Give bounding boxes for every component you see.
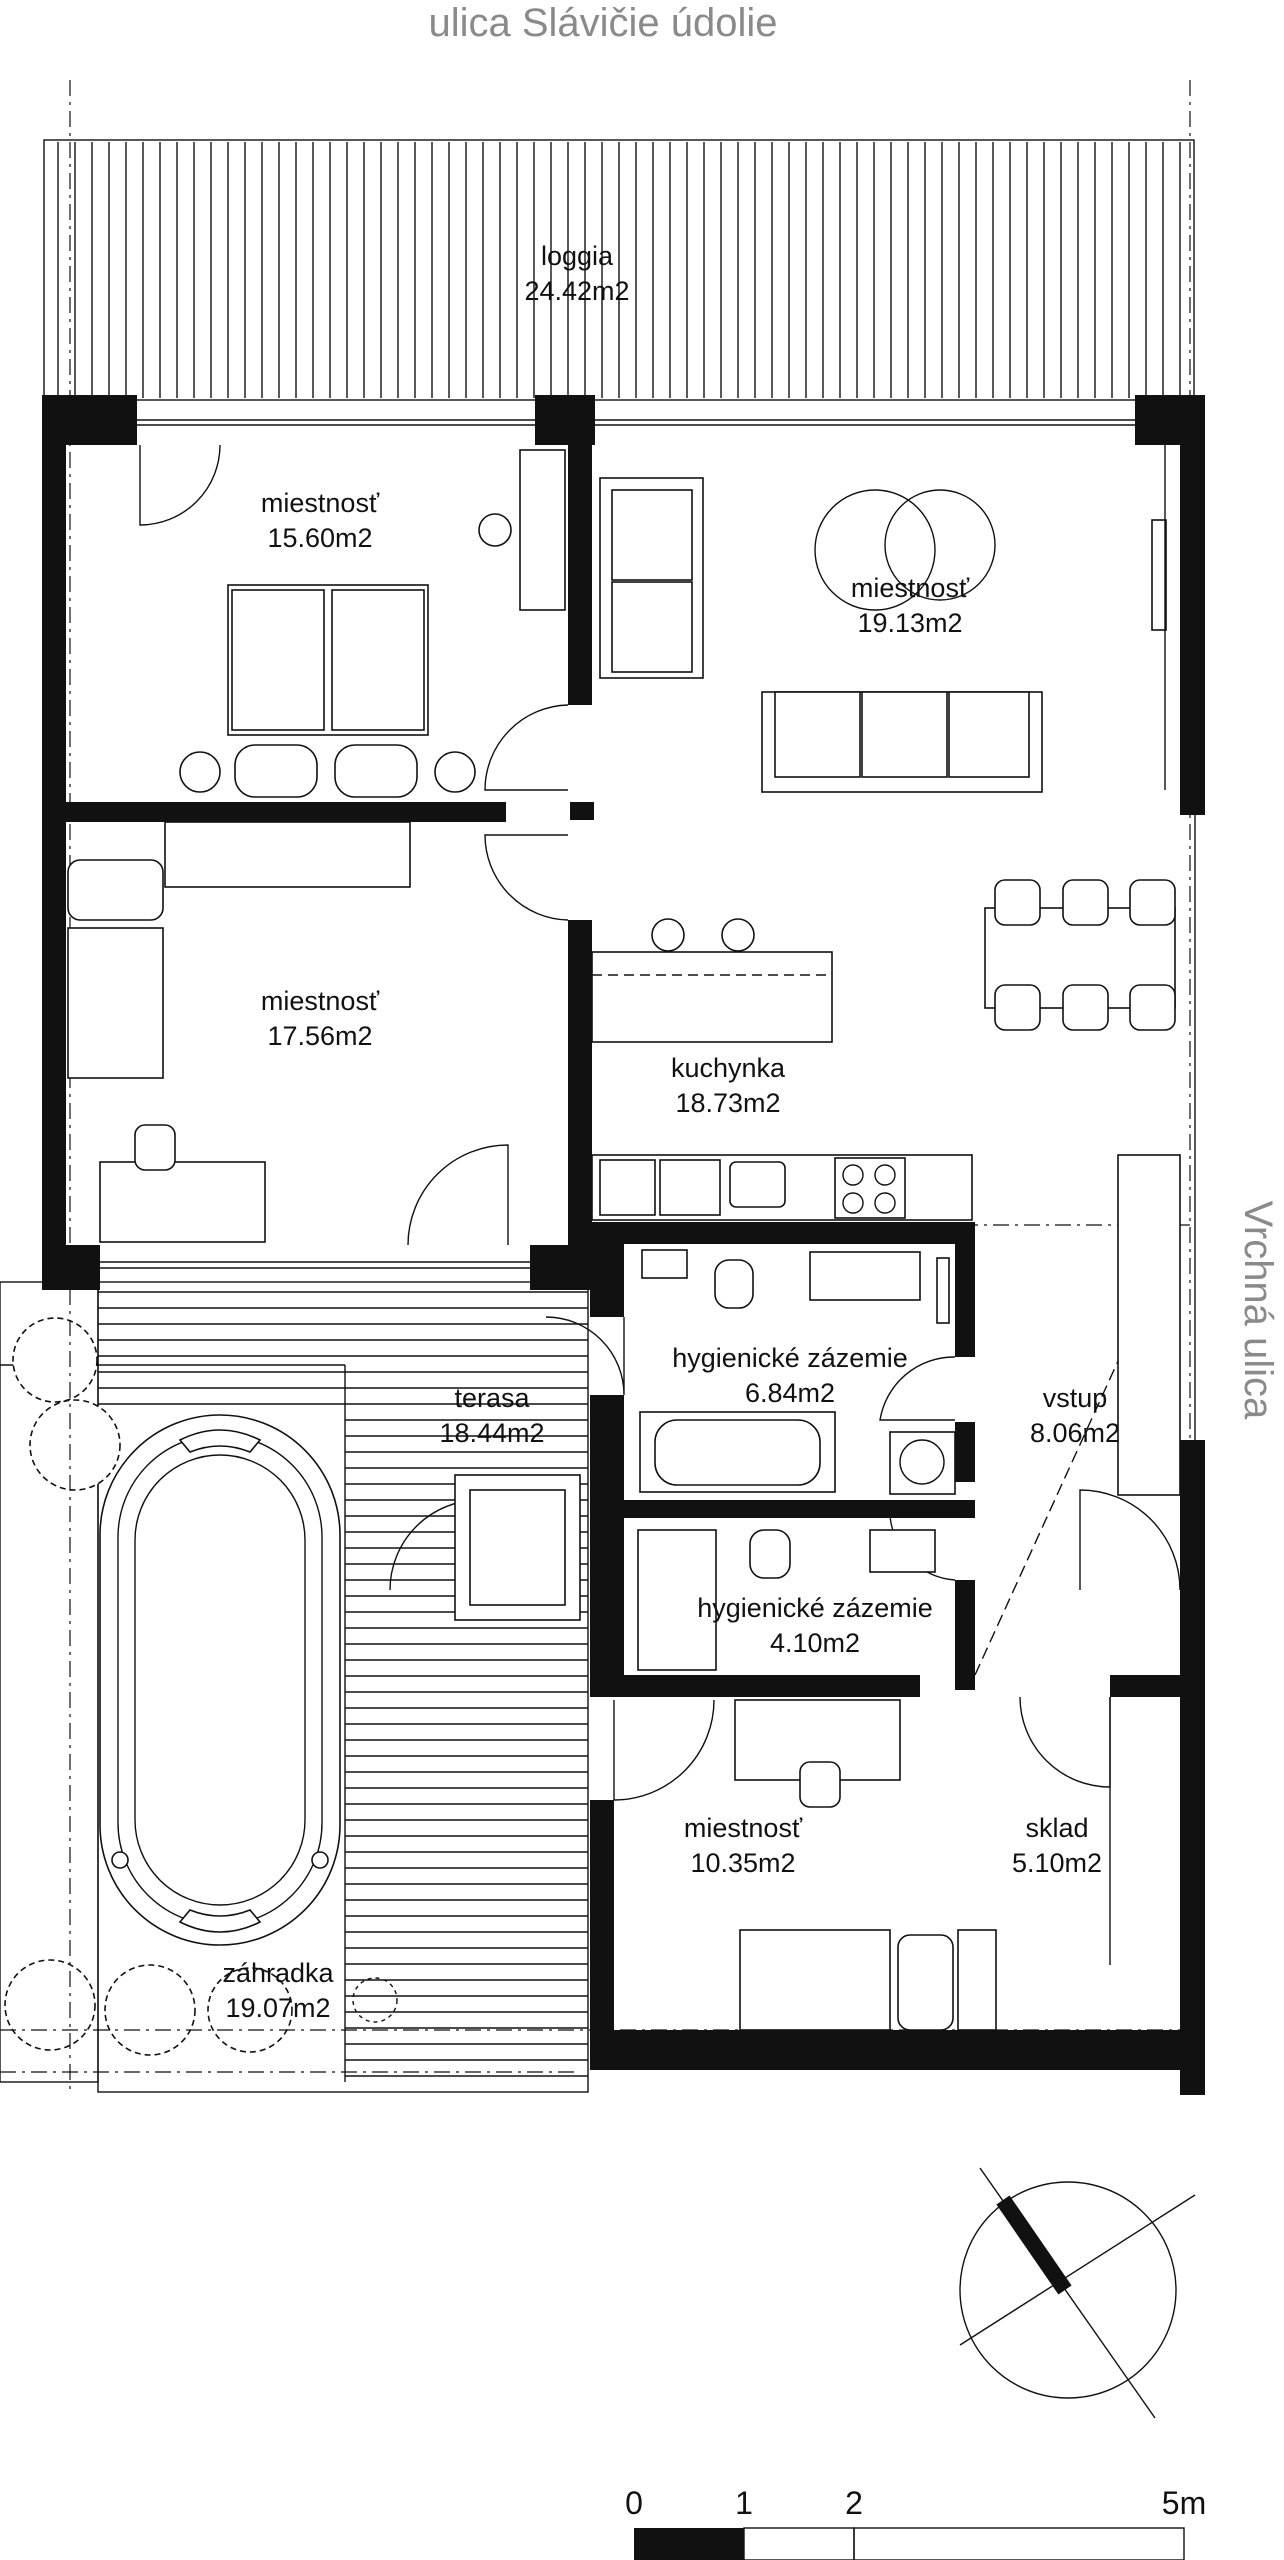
garden-trees <box>4 1317 398 2056</box>
room-name-loggia: loggia <box>541 241 614 271</box>
pool <box>99 1414 341 1946</box>
street-label-right: Vrchná ulica <box>1236 1201 1280 1420</box>
room-name-bath-1: hygienické zázemie <box>672 1343 908 1373</box>
loggia-deck <box>43 139 1195 401</box>
furniture <box>67 445 1181 2031</box>
scale-bar: 0 1 2 5m <box>625 2485 1206 2560</box>
scale-tick-1: 1 <box>735 2485 753 2521</box>
room-name-garden: záhradka <box>222 1958 334 1988</box>
room-name-bedroom-top: miestnosť <box>261 488 380 518</box>
street-label-top: ulica Slávičie údolie <box>428 1 777 45</box>
room-area-storage: 5.10m2 <box>1012 1848 1102 1878</box>
room-area-bath-1: 6.84m2 <box>745 1378 835 1408</box>
north-arrow-icon <box>959 2167 1196 2419</box>
room-area-terrace: 18.44m2 <box>439 1418 544 1448</box>
room-name-terrace: terasa <box>454 1383 530 1413</box>
room-name-living: miestnosť <box>851 573 970 603</box>
room-labels: loggia 24.42m2 miestnosť 15.60m2 miestno… <box>222 241 1120 2023</box>
room-name-room-bottom: miestnosť <box>684 1813 803 1843</box>
room-area-loggia: 24.42m2 <box>524 276 629 306</box>
scale-tick-2: 2 <box>845 2485 863 2521</box>
scale-tick-0: 0 <box>625 2485 643 2521</box>
room-name-room-mid: miestnosť <box>261 986 380 1016</box>
room-name-kitchen: kuchynka <box>671 1053 786 1083</box>
room-area-garden: 19.07m2 <box>225 1993 330 2023</box>
room-area-entry: 8.06m2 <box>1030 1418 1120 1448</box>
room-area-bedroom-top: 15.60m2 <box>267 523 372 553</box>
room-area-bath-2: 4.10m2 <box>770 1628 860 1658</box>
room-name-bath-2: hygienické zázemie <box>697 1593 933 1623</box>
room-name-storage: sklad <box>1025 1813 1088 1843</box>
room-area-living: 19.13m2 <box>857 608 962 638</box>
doors <box>139 444 1181 1801</box>
walls <box>42 395 1205 2095</box>
room-area-room-mid: 17.56m2 <box>267 1021 372 1051</box>
windows <box>100 419 1196 1440</box>
room-name-entry: vstup <box>1043 1383 1108 1413</box>
room-area-kitchen: 18.73m2 <box>675 1088 780 1118</box>
scale-tick-5m: 5m <box>1162 2485 1206 2521</box>
room-area-room-bottom: 10.35m2 <box>690 1848 795 1878</box>
